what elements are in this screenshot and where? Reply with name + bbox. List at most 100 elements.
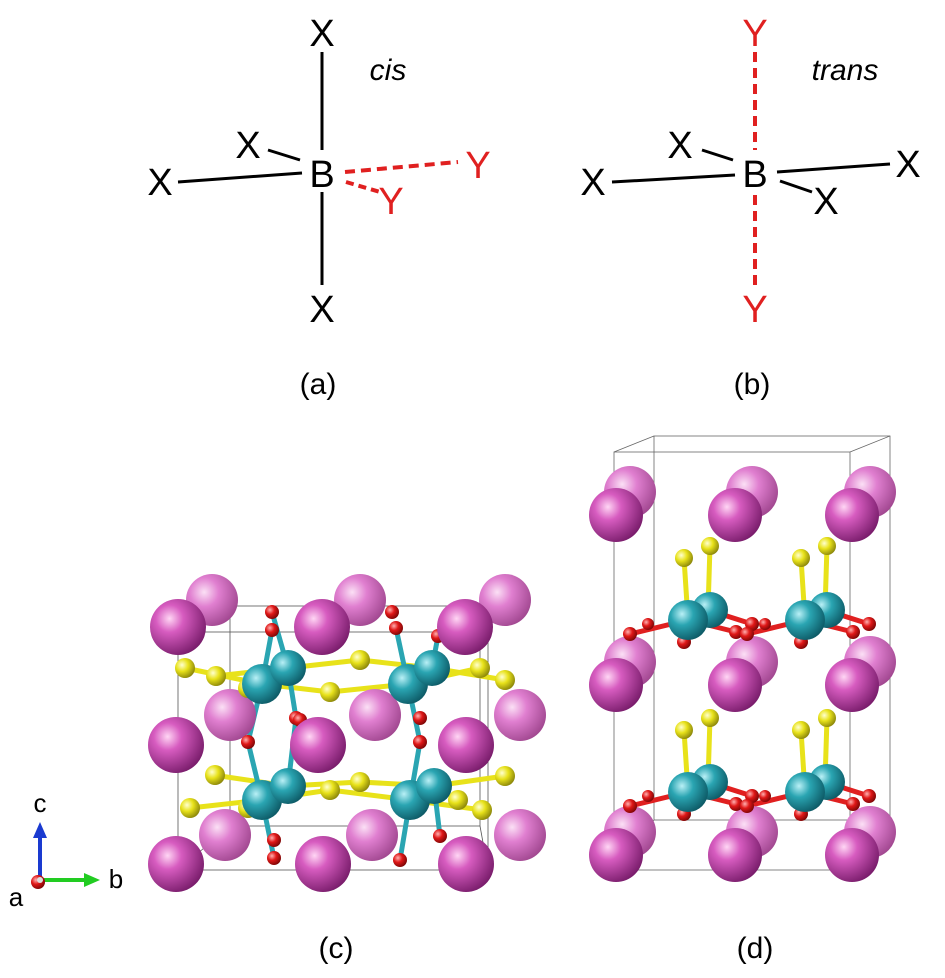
large-cation-atom [199,809,251,861]
large-cation-atom [708,828,762,882]
metal-atom [668,772,708,812]
large-cation-atom [479,574,531,626]
oxygen-atom [413,735,427,749]
sulfur-atom [701,709,719,727]
oxygen-atom [740,627,754,641]
sulfur-atom [350,772,370,792]
sulfur-atom [206,666,226,686]
ligand-y-label: Y [378,181,403,223]
sulfur-atom [180,798,200,818]
bond-x-right [776,162,891,174]
metal-atom [785,772,825,812]
large-cation-atom [494,809,546,861]
metal-atom [785,600,825,640]
sulfur-atom [175,658,195,678]
sulfur-atom [818,709,836,727]
sulfur-atom [792,721,810,739]
bond-y-right [344,160,459,174]
large-cation-atom [437,599,493,655]
oxygen-atom [729,625,743,639]
bond-y-front [345,180,381,194]
central-atom-label: B [309,154,334,196]
oxygen-atom [265,605,279,619]
large-cation-atom [290,717,346,773]
large-cation-atom [295,836,351,892]
ligand-x-label: X [580,162,605,204]
panel-caption: (c) [319,932,354,965]
large-cation-atom [346,809,398,861]
large-cation-atom [494,689,546,741]
large-cation-atom [825,488,879,542]
oxygen-atom [759,790,771,802]
ligand-x-label: X [309,13,334,55]
oxygen-atom [862,617,876,631]
oxygen-atom [846,625,860,639]
sulfur-atom [495,670,515,690]
large-cation-atom [589,828,643,882]
bond-x-left [611,173,736,184]
large-cation-atom [438,717,494,773]
ligand-x-label: X [813,181,838,223]
c-axis-arrowhead [33,822,47,838]
large-cation-atom [148,836,204,892]
a-axis-label: a [9,882,24,912]
large-cation-atom [349,689,401,741]
ligand-y-label: Y [742,289,767,331]
b-axis-arrowhead [84,873,100,887]
oxygen-atom [413,711,427,725]
oxygen-atom [389,621,403,635]
oxygen-atom [267,851,281,865]
b-axis-label: b [109,864,123,894]
sulfur-atom [675,721,693,739]
oxygen-atom [241,735,255,749]
large-cation-atom [148,717,204,773]
bond-x-left [177,171,303,184]
metal-atom [416,768,452,804]
sulfur-atom [448,790,468,810]
panel-c-crystal-structure: c b a (c) [9,574,546,965]
ligand-x-label: X [235,125,260,167]
sulfur-atom [205,765,225,785]
large-cation-atom [294,599,350,655]
oxygen-atom [265,623,279,637]
oxygen-atom [623,799,637,813]
panel-a-cis-diagram: X X X X B Y Y cis (a) [147,13,490,401]
sulfur-atom [320,682,340,702]
sulfur-atom [701,537,719,555]
oxygen-atom [846,797,860,811]
large-cation-atom [438,836,494,892]
large-cation-atom [334,574,386,626]
large-cation-atom [825,658,879,712]
atom-set [589,466,896,882]
axis-indicator: c b a [9,788,123,912]
sulfur-atom [675,549,693,567]
sulfur-atom [350,650,370,670]
metal-atom [270,768,306,804]
metal-atom [668,600,708,640]
oxygen-atom [642,790,654,802]
oxygen-atom [393,853,407,867]
sulfur-atom [818,537,836,555]
sulfur-atom [792,549,810,567]
large-cation-atom [825,828,879,882]
large-cation-atom [708,658,762,712]
c-axis-label: c [34,788,47,818]
oxygen-atom [267,833,281,847]
large-cation-atom [150,599,206,655]
ligand-y-label: Y [465,145,490,187]
panel-d-crystal-structure: (d) [589,435,896,965]
ligand-x-label: X [309,289,334,331]
metal-atom [414,650,450,686]
a-axis-marker-core [37,877,43,883]
bond-x-front [779,179,813,194]
sulfur-atom [495,766,515,786]
oxygen-atom [740,799,754,813]
ligand-x-label: X [895,144,920,186]
sulfur-atom [472,800,492,820]
panel-caption: (b) [734,368,771,401]
isomer-label: trans [812,54,879,87]
metal-atom [270,650,306,686]
isomer-label: cis [370,54,407,87]
bond-x-back [701,148,734,162]
